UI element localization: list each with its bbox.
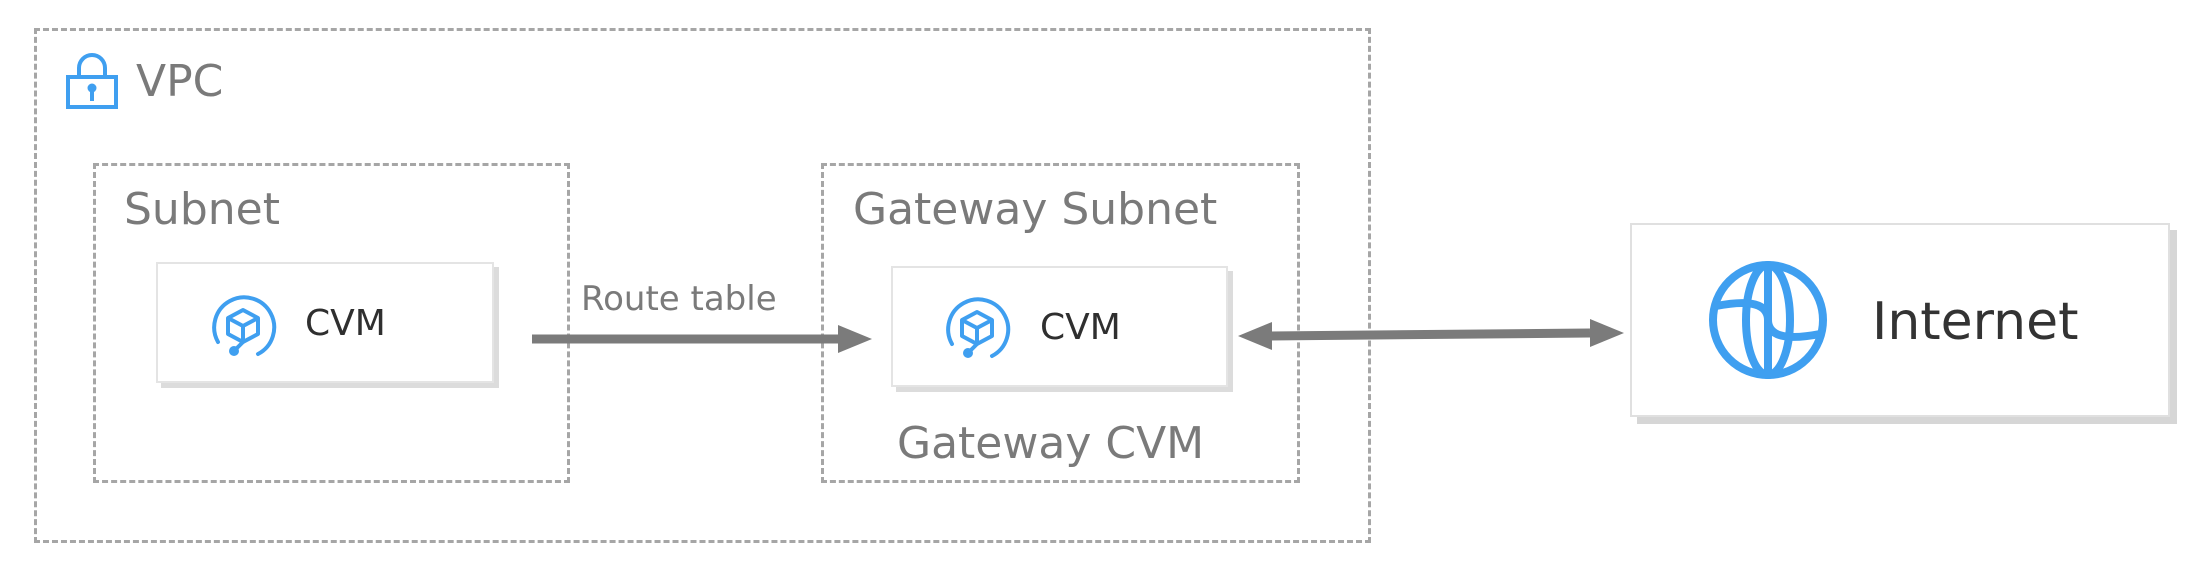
gateway-subnet-label: Gateway Subnet: [853, 184, 1218, 235]
internet-card: [1630, 223, 2170, 417]
gateway-subnet-container: [821, 163, 1300, 483]
subnet-cvm-label: CVM: [305, 303, 386, 344]
cvm-icon: [940, 292, 1014, 366]
globe-icon: [1706, 258, 1830, 382]
cvm-icon: [206, 290, 280, 364]
gateway-cvm-caption: Gateway CVM: [897, 418, 1205, 469]
internet-link-arrowhead-right: [1590, 319, 1624, 347]
vpc-container: [34, 28, 1371, 543]
subnet-container: [93, 163, 570, 483]
subnet-label: Subnet: [124, 184, 280, 235]
lock-icon: [62, 48, 122, 110]
gateway-cvm-card-label: CVM: [1040, 307, 1121, 348]
route-table-label: Route table: [581, 279, 777, 319]
internet-label: Internet: [1872, 292, 2079, 352]
subnet-cvm-card: [156, 262, 494, 383]
vpc-label: VPC: [136, 56, 224, 107]
